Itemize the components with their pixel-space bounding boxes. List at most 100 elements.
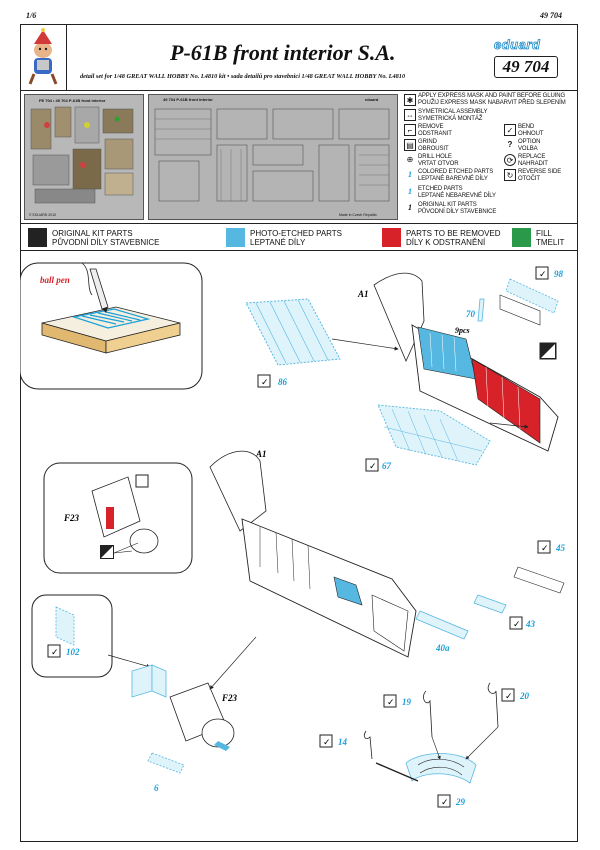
- page-title: P-61B front interior S.A.: [170, 40, 396, 65]
- symbol-express-mask: APPLY EXPRESS MASK AND PAINT BEFORE GLUI…: [418, 93, 566, 106]
- option-icon: ?: [504, 139, 516, 151]
- legend-photo-etched: PHOTO-ETCHED PARTS LEPTANÉ DÍLY: [250, 229, 343, 247]
- part-45: [513, 566, 565, 594]
- symbol-option: OPTION VOLBA: [518, 139, 541, 152]
- part-num-45: 45: [555, 543, 566, 553]
- bend-icon: [365, 458, 379, 472]
- assembly-diagram: ball pen ✓ 86 A1 9pcs ✓ 98 70 ✓ 67 A1: [20, 262, 566, 808]
- fuselage-side-a1-lower: [209, 450, 417, 658]
- svg-text:✓: ✓: [513, 619, 521, 629]
- part-num-40a: 40a: [435, 643, 450, 653]
- svg-text:✓: ✓: [323, 737, 331, 747]
- fuselage-side-a1: [373, 272, 559, 452]
- fret-image-colored: FE 704 • 49 704 P-61B front interior © E…: [24, 94, 144, 220]
- bend-icon: [535, 266, 549, 280]
- doc-number-top: 49 704: [540, 11, 562, 20]
- bend-icon: [319, 734, 333, 748]
- grind-icon: ▤: [404, 139, 416, 151]
- part-98: [505, 278, 559, 314]
- part-f23: [131, 664, 235, 774]
- part-20: [487, 682, 499, 728]
- legend-swatch-original: [28, 228, 47, 247]
- symbol-original-parts: ORIGINAL KIT PARTS PŮVODNÍ DÍLY STAVEBNI…: [418, 202, 497, 215]
- fret-made-in: Made in Czech Republic: [339, 213, 377, 217]
- legend-remove: PARTS TO BE REMOVED DÍLY K ODSTRANĚNÍ: [406, 229, 501, 247]
- bend-icon: [437, 794, 451, 808]
- bend-icon: [257, 374, 271, 388]
- symbol-remove: REMOVE ODSTRANIT: [418, 124, 452, 137]
- page-number: 1/6: [26, 11, 37, 20]
- ball-pen-inset: [20, 262, 203, 390]
- part-19: [423, 690, 433, 738]
- remove-icon: ⌐: [404, 124, 416, 136]
- bend-icon: [509, 616, 523, 630]
- fret-right-label: 49 704 P-61B front interior: [163, 97, 213, 102]
- part-14: [363, 730, 373, 760]
- symbol-grind: GRIND OBROUSIT: [418, 139, 449, 152]
- f23-inset: [43, 462, 193, 574]
- symbol-key: ✱ APPLY EXPRESS MASK AND PAINT BEFORE GL…: [400, 92, 578, 222]
- original-parts-icon: 1: [404, 202, 416, 214]
- part-70: [477, 298, 485, 322]
- legend-swatch-remove: [382, 228, 401, 247]
- part-num-70: 70: [466, 309, 476, 319]
- part-num-102: 102: [66, 647, 80, 657]
- part-43: [473, 594, 507, 614]
- svg-text:✓: ✓: [539, 269, 547, 279]
- drill-icon: ⊕: [404, 154, 416, 166]
- mascot-logo-icon: [28, 28, 58, 85]
- etched-parts-icon: 1: [404, 186, 416, 198]
- legend-fill: FILL TMELIT: [536, 229, 565, 247]
- eduard-brand: eduard: [494, 37, 541, 53]
- symbol-reverse: REVERSE SIDE OTOČIT: [518, 169, 562, 182]
- symbol-bend: BEND OHNOUT: [518, 124, 544, 137]
- label-a1-top: A1: [357, 289, 369, 299]
- part-29: [375, 753, 477, 784]
- fret-copyright: © EDUARD 2010: [29, 213, 57, 217]
- bend-icon: [383, 694, 397, 708]
- part-67: [377, 404, 491, 466]
- symbol-drill: DRILL HOLE VRTAT OTVOR: [418, 154, 459, 167]
- svg-text:✓: ✓: [369, 461, 377, 471]
- svg-text:✓: ✓: [505, 691, 513, 701]
- fret-right-brand: eduard: [365, 97, 379, 102]
- label-a1-mid: A1: [255, 449, 267, 459]
- express-mask-icon: ✱: [404, 94, 416, 106]
- svg-text:✓: ✓: [51, 647, 59, 657]
- bend-icon: [47, 644, 61, 658]
- label-f23-inset: F23: [63, 513, 80, 523]
- part-num-43: 43: [525, 619, 536, 629]
- symbol-colored-parts: COLORED ETCHED PARTS LEPTANÉ BAREVNÉ DÍL…: [418, 169, 494, 182]
- part-num-19: 19: [402, 697, 412, 707]
- product-number: 49 704: [502, 57, 550, 76]
- fret-colored-parts-icon: [30, 106, 134, 204]
- part-num-6: 6: [154, 783, 159, 793]
- bend-icon: ✓: [504, 124, 516, 136]
- ball-pen-label: ball pen: [40, 275, 70, 285]
- part-num-98: 98: [554, 269, 564, 279]
- part-86: [245, 298, 341, 366]
- symbol-symmetry: SYMETRICAL ASSEMBLY SYMETRICKÁ MONTÁŽ: [418, 109, 488, 122]
- logo-box: [20, 24, 67, 90]
- svg-text:✓: ✓: [441, 797, 449, 807]
- product-number-box: 49 704: [494, 56, 558, 78]
- subtitle: detail set for 1/48 GREAT WALL HOBBY No.…: [80, 73, 406, 80]
- symmetry-icon: ⇔: [404, 109, 416, 121]
- part-num-20: 20: [519, 691, 530, 701]
- svg-text:✓: ✓: [387, 697, 395, 707]
- replace-icon: ⟳: [504, 154, 516, 166]
- part-num-67: 67: [382, 461, 392, 471]
- color-legend: ORIGINAL KIT PARTS PŮVODNÍ DÍLY STAVEBNI…: [20, 223, 578, 251]
- bend-icon: [501, 688, 515, 702]
- header-divider: [20, 90, 578, 91]
- legend-swatch-fill: [512, 228, 531, 247]
- fret-left-label: FE 704 • 49 704 P-61B front interior: [39, 98, 106, 103]
- symbol-replace: REPLACE NAHRADIT: [518, 154, 548, 167]
- reverse-icon: ↻: [504, 169, 516, 181]
- part-102-inset: [31, 594, 113, 678]
- page-frame: [20, 24, 578, 842]
- symbol-etched-parts: ETCHED PARTS LEPTANÉ NEBAREVNÉ DÍLY: [418, 186, 496, 199]
- legend-swatch-photo-etched: [226, 228, 245, 247]
- label-9pcs: 9pcs: [455, 326, 470, 335]
- fret-etched-parts-icon: [154, 108, 390, 202]
